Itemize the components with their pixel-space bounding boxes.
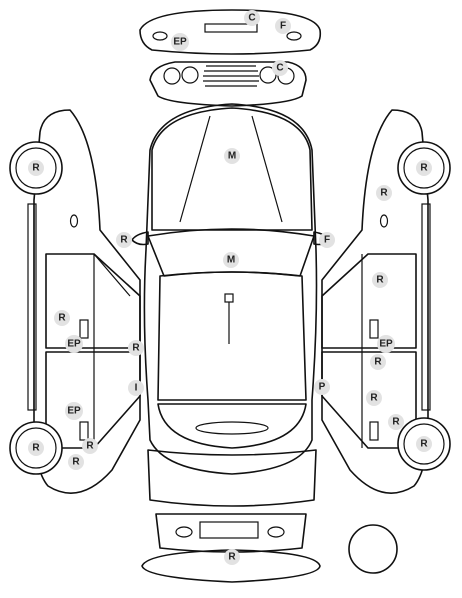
svg-text:P: P [319, 382, 326, 393]
svg-text:EP: EP [173, 37, 187, 48]
badge-hood-m[interactable]: M [224, 148, 240, 164]
badge-left-sill-i[interactable]: I [128, 380, 144, 396]
badge-mirror-right-f[interactable]: F [319, 232, 335, 248]
svg-text:R: R [392, 417, 400, 428]
badge-rear-bumper-r[interactable]: R [224, 549, 240, 565]
svg-text:I: I [135, 383, 138, 394]
badge-left-rear-r1[interactable]: R [82, 438, 98, 454]
svg-text:M: M [228, 151, 236, 162]
badge-right-sill-p[interactable]: P [314, 379, 330, 395]
badge-left-front-wheel-r[interactable]: R [28, 160, 44, 176]
svg-text:R: R [228, 552, 236, 563]
badge-roof-m[interactable]: M [223, 252, 239, 268]
spare-wheel-circle[interactable] [348, 524, 398, 574]
svg-text:R: R [58, 313, 66, 324]
car-body [131, 103, 331, 507]
svg-text:R: R [32, 443, 40, 454]
svg-text:R: R [86, 441, 94, 452]
svg-text:C: C [248, 13, 255, 24]
badge-left-rear-r2[interactable]: R [68, 454, 84, 470]
svg-text:M: M [227, 255, 235, 266]
badge-mirror-left-r[interactable]: R [116, 232, 132, 248]
svg-text:R: R [72, 457, 80, 468]
badge-right-front-door-ep[interactable]: EP [377, 335, 395, 353]
badge-left-front-door-ep[interactable]: EP [65, 335, 83, 353]
svg-text:C: C [276, 63, 283, 74]
badge-right-rear-door-r[interactable]: R [366, 390, 382, 406]
rear-bumper[interactable] [141, 513, 321, 583]
badge-right-rear-wheel-r[interactable]: R [416, 436, 432, 452]
badge-left-pillar-r[interactable]: R [128, 340, 144, 356]
svg-text:F: F [280, 21, 286, 32]
badge-right-pillar-r[interactable]: R [370, 354, 386, 370]
badge-front-bumper-f[interactable]: F [275, 18, 291, 34]
svg-text:R: R [370, 393, 378, 404]
front-bumper[interactable] [139, 9, 322, 55]
svg-text:R: R [420, 439, 428, 450]
svg-text:R: R [380, 188, 388, 199]
svg-text:EP: EP [67, 339, 81, 350]
svg-text:R: R [374, 357, 382, 368]
badge-front-bumper-c[interactable]: C [244, 10, 260, 26]
svg-text:EP: EP [379, 339, 393, 350]
front-grille[interactable] [149, 61, 307, 107]
badge-right-front-door-r[interactable]: R [372, 272, 388, 288]
badge-right-fender-r[interactable]: R [376, 185, 392, 201]
badge-front-bumper-ep[interactable]: EP [171, 33, 189, 51]
badge-right-rear-r[interactable]: R [388, 414, 404, 430]
badge-left-rear-door-ep[interactable]: EP [65, 402, 83, 420]
svg-text:R: R [420, 163, 428, 174]
badge-left-rear-wheel-r[interactable]: R [28, 440, 44, 456]
svg-text:R: R [32, 163, 40, 174]
badge-grille-c[interactable]: C [272, 60, 288, 76]
svg-text:R: R [132, 343, 140, 354]
badge-right-front-wheel-r[interactable]: R [416, 160, 432, 176]
badge-left-front-door-r[interactable]: R [54, 310, 70, 326]
svg-text:F: F [324, 235, 330, 246]
svg-text:R: R [120, 235, 128, 246]
svg-text:R: R [376, 275, 384, 286]
svg-text:EP: EP [67, 406, 81, 417]
